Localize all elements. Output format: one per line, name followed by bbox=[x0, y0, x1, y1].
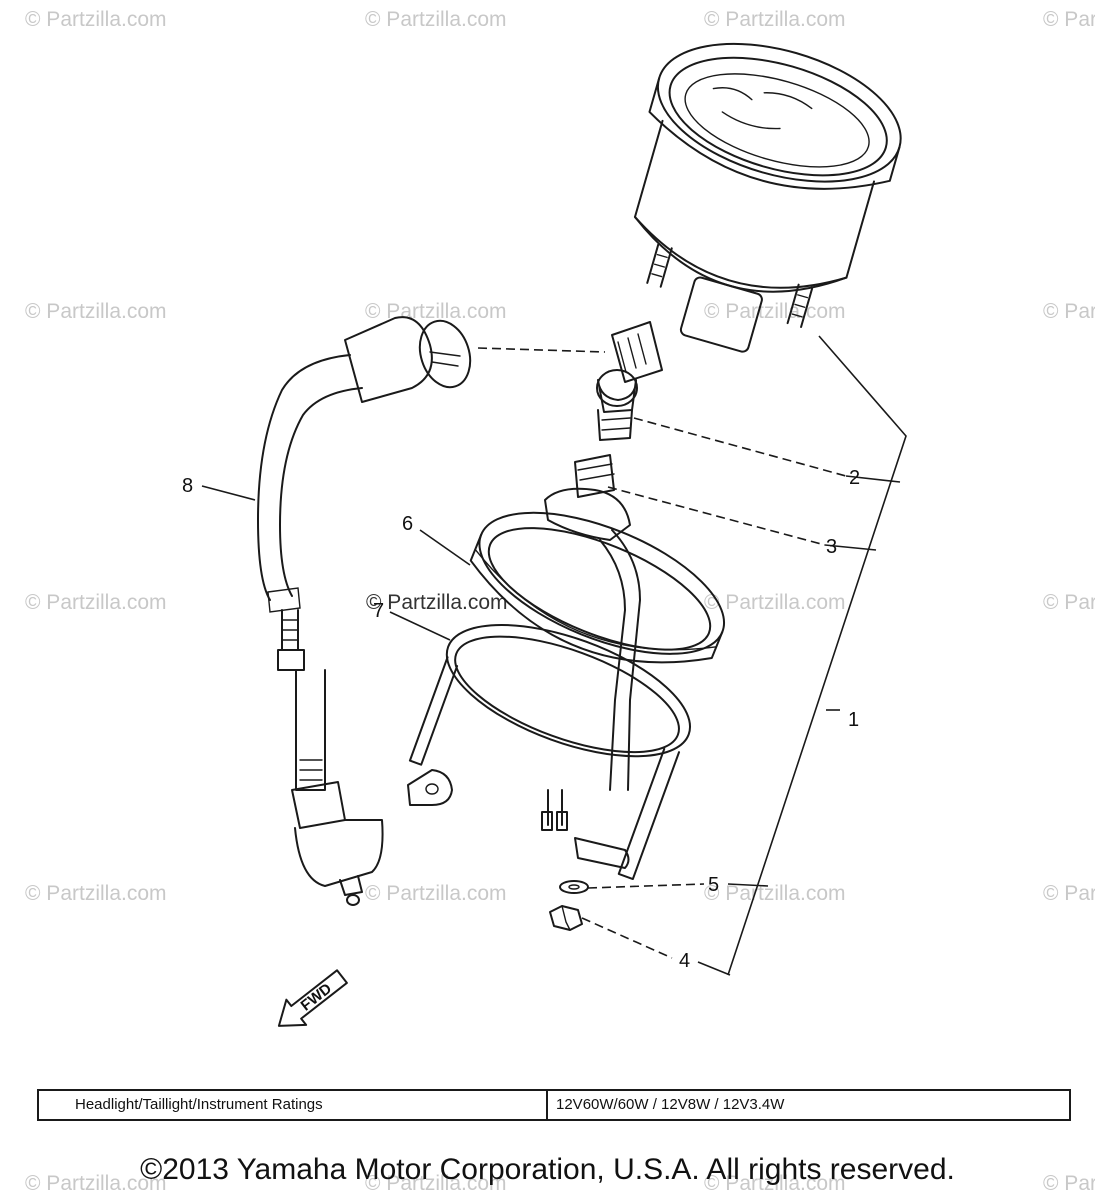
watermark: © Partzilla.com bbox=[1043, 8, 1095, 31]
watermark: © Partzilla.com bbox=[25, 8, 167, 31]
bracket-tab-left bbox=[407, 769, 453, 806]
washer bbox=[559, 880, 589, 894]
meter-cable bbox=[257, 316, 472, 906]
watermark: © Partzilla.com bbox=[704, 8, 846, 31]
ratings-label: Headlight/Taillight/Instrument Ratings bbox=[39, 1091, 548, 1119]
leader-5 bbox=[587, 883, 705, 889]
watermark: © Partzilla.com bbox=[365, 8, 507, 31]
rubber-ring bbox=[469, 511, 726, 664]
leader-bracket bbox=[727, 335, 907, 976]
leader-3 bbox=[607, 486, 826, 546]
fwd-label: FWD bbox=[298, 980, 336, 1015]
watermark: © Partzilla.com bbox=[1043, 591, 1095, 614]
bracket-tab-right bbox=[574, 837, 630, 869]
watermark: © Partzilla.com bbox=[25, 882, 167, 905]
callout-1: 1 bbox=[848, 709, 859, 731]
watermark: © Partzilla.com bbox=[704, 300, 846, 323]
watermark-center: © Partzilla.com bbox=[366, 591, 508, 614]
meter-bracket bbox=[408, 623, 692, 881]
watermark: © Partzilla.com bbox=[704, 1172, 846, 1195]
watermark: © Partzilla.com bbox=[365, 1172, 507, 1195]
watermark: © Partzilla.com bbox=[25, 591, 167, 614]
watermark: © Partzilla.com bbox=[25, 300, 167, 323]
leader-7 bbox=[389, 611, 451, 641]
leader-6 bbox=[419, 529, 471, 566]
leader-4 bbox=[581, 917, 673, 959]
callout-8: 8 bbox=[182, 475, 193, 497]
watermark: © Partzilla.com bbox=[25, 1172, 167, 1195]
callout-4: 4 bbox=[679, 950, 690, 972]
watermark: © Partzilla.com bbox=[1043, 882, 1095, 905]
leader-lines bbox=[201, 335, 907, 976]
ratings-table: Headlight/Taillight/Instrument Ratings 1… bbox=[37, 1089, 1071, 1121]
bulb-socket bbox=[541, 454, 641, 831]
leader-8 bbox=[201, 485, 256, 501]
assembly-line bbox=[477, 347, 606, 353]
meter-cable-fitting bbox=[611, 321, 663, 383]
callout-7: 7 bbox=[373, 600, 384, 622]
watermark-layer: © Partzilla.com © Partzilla.com © Partzi… bbox=[25, 8, 1095, 1195]
ratings-value: 12V60W/60W / 12V8W / 12V3.4W bbox=[556, 1096, 785, 1113]
callout-3: 3 bbox=[826, 536, 837, 558]
meter-assembly bbox=[633, 42, 902, 353]
callout-2: 2 bbox=[849, 467, 860, 489]
bracket-hole bbox=[425, 783, 439, 795]
watermark: © Partzilla.com bbox=[365, 882, 507, 905]
copyright-notice: ©2013 Yamaha Motor Corporation, U.S.A. A… bbox=[140, 1153, 955, 1186]
fwd-arrow: FWD bbox=[277, 969, 348, 1027]
callout-5: 5 bbox=[708, 874, 719, 896]
watermark: © Partzilla.com bbox=[1043, 300, 1095, 323]
bulb bbox=[596, 369, 638, 441]
leader-2 bbox=[633, 417, 847, 477]
callout-6: 6 bbox=[402, 513, 413, 535]
watermark: © Partzilla.com bbox=[1043, 1172, 1095, 1195]
watermark: © Partzilla.com bbox=[704, 591, 846, 614]
watermark: © Partzilla.com bbox=[365, 300, 507, 323]
nut bbox=[549, 905, 583, 931]
watermark: © Partzilla.com bbox=[704, 882, 846, 905]
